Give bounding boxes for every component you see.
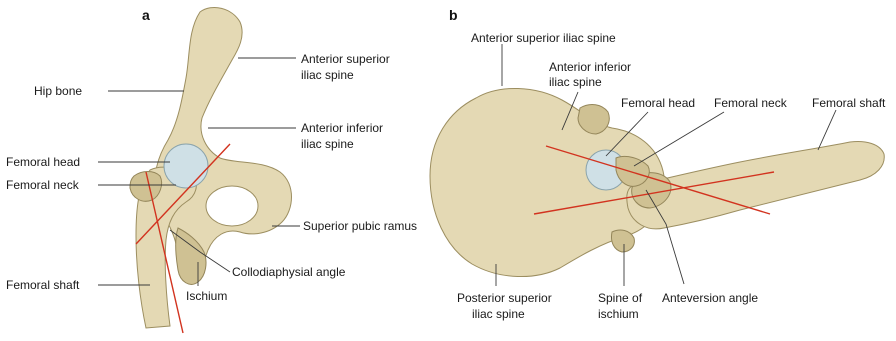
superior-pubic-ramus-label: Superior pubic ramus [303, 219, 417, 233]
asis-label-a-line2: iliac spine [301, 68, 354, 82]
femoral-head-label-a: Femoral head [6, 155, 80, 169]
asis-label-a-line1: Anterior superior [301, 52, 390, 66]
psis-label-line2: iliac spine [472, 307, 525, 321]
panel-a: a Hip bone Femoral head Femoral neck Fem… [6, 7, 417, 333]
femoral-head-label-b: Femoral head [621, 96, 695, 110]
spine-of-ischium-label-line2: ischium [598, 307, 639, 321]
psis-label-line1: Posterior superior [457, 291, 552, 305]
collodiaphysial-angle-label: Collodiaphysial angle [232, 265, 346, 279]
aiis-label-b-line1: Anterior inferior [549, 60, 631, 74]
femoral-neck-leader-b [634, 112, 724, 166]
hip-bone-illustration [155, 7, 292, 268]
spine-of-ischium-label-line1: Spine of [598, 291, 643, 305]
femoral-neck-label-b: Femoral neck [714, 96, 788, 110]
ischium-label: Ischium [186, 289, 227, 303]
asis-label-b: Anterior superior iliac spine [471, 31, 616, 45]
hip-bone-label: Hip bone [34, 84, 82, 98]
spine-of-ischium-illustration [611, 230, 634, 252]
aiis-label-b-line2: iliac spine [549, 75, 602, 89]
femoral-shaft-label-a: Femoral shaft [6, 278, 80, 292]
aiis-label-a-line2: iliac spine [301, 137, 354, 151]
obturator-foramen-illustration [206, 186, 258, 226]
aiis-label-a-line1: Anterior inferior [301, 121, 383, 135]
femoral-neck-label-a: Femoral neck [6, 178, 80, 192]
greater-trochanter-illustration [130, 172, 162, 202]
panel-a-label: a [142, 7, 150, 23]
femoral-shaft-leader-b [818, 110, 836, 150]
femoral-shaft-label-b: Femoral shaft [812, 96, 886, 110]
anteversion-angle-label: Anteversion angle [662, 291, 758, 305]
panel-b: b Anterior superior iliac spine Anterior… [430, 7, 886, 321]
panel-b-label: b [449, 7, 458, 23]
femoral-head-illustration [164, 144, 208, 188]
